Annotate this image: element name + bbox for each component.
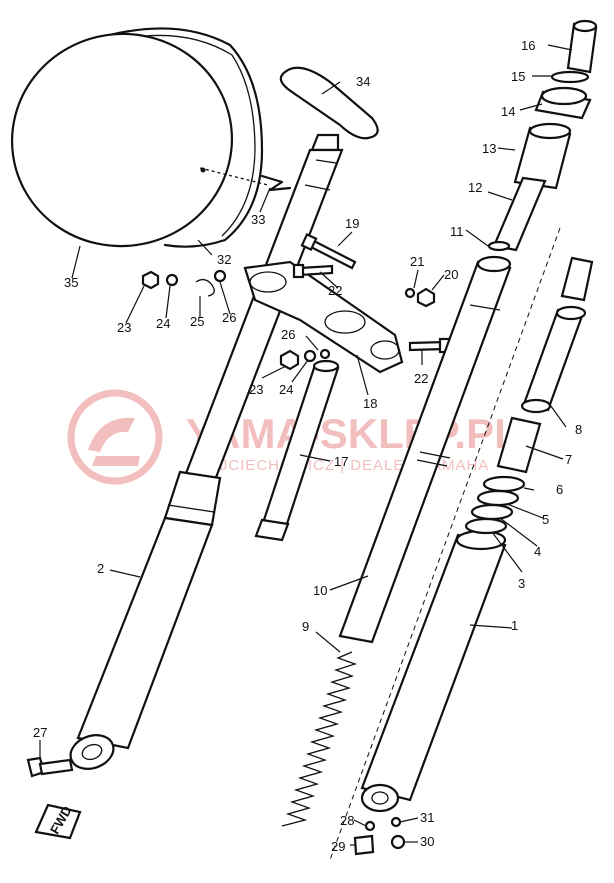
callout-5: 5	[542, 512, 549, 527]
callout-33: 33	[251, 212, 265, 227]
callout-8: 8	[575, 422, 582, 437]
damper-rod	[520, 256, 594, 414]
callout-13: 13	[482, 141, 496, 156]
callout-23-left: 23	[117, 320, 131, 335]
callout-26-left: 26	[222, 310, 236, 325]
callout-18: 18	[363, 396, 377, 411]
callout-28: 28	[340, 813, 354, 828]
watermark-logo-icon	[67, 389, 163, 485]
callout-9: 9	[302, 619, 309, 634]
callout-11: 11	[450, 224, 464, 239]
callout-3: 3	[518, 576, 525, 591]
callout-27: 27	[33, 725, 47, 740]
bolts	[292, 232, 452, 354]
callout-34: 34	[356, 74, 370, 89]
callout-25: 25	[190, 314, 204, 329]
lower-bolts	[26, 756, 406, 856]
callout-16: 16	[521, 38, 535, 53]
callout-21: 21	[410, 254, 424, 269]
callout-7: 7	[565, 452, 572, 467]
right-outer-tube	[360, 529, 507, 813]
callouts: 1 2 3 4 5 6 7 8 9 10 11 12 13 14 15 16 1…	[33, 38, 582, 854]
spacer-17	[254, 359, 340, 542]
callout-10: 10	[313, 583, 327, 598]
taper-spindle	[496, 416, 542, 474]
right-inner-tube	[338, 255, 512, 644]
callout-12: 12	[468, 180, 482, 195]
callout-2: 2	[97, 561, 104, 576]
callout-1: 1	[511, 618, 518, 633]
callout-23-center: 23	[249, 382, 263, 397]
callout-24-center: 24	[279, 382, 293, 397]
leader-lines	[39, 44, 573, 846]
fork-spring	[281, 651, 358, 827]
callout-14: 14	[501, 104, 515, 119]
callout-4: 4	[534, 544, 541, 559]
callout-22-upper: 22	[328, 283, 342, 298]
watermark-brand: YAMA-SKLEP.PL	[186, 410, 520, 457]
guide-dashed-line	[329, 227, 561, 861]
callout-24-left: 24	[156, 316, 170, 331]
callout-17: 17	[334, 454, 348, 469]
callout-32: 32	[217, 252, 231, 267]
band-34	[279, 66, 379, 140]
seals-rings	[464, 475, 526, 535]
callout-22-lower: 22	[414, 371, 428, 386]
callout-20: 20	[444, 267, 458, 282]
callout-30: 30	[420, 834, 434, 849]
fwd-marker: FWD	[34, 804, 82, 840]
callout-31: 31	[420, 810, 434, 825]
callout-35: 35	[64, 275, 78, 290]
headlight-assembly	[10, 27, 292, 248]
callout-26-center: 26	[281, 327, 295, 342]
callout-29: 29	[331, 839, 345, 854]
left-fork-assembly	[69, 133, 344, 770]
callout-6: 6	[556, 482, 563, 497]
nuts-washers	[141, 269, 436, 371]
top-cap-parts	[487, 19, 598, 252]
callout-19: 19	[345, 216, 359, 231]
callout-15: 15	[511, 69, 525, 84]
